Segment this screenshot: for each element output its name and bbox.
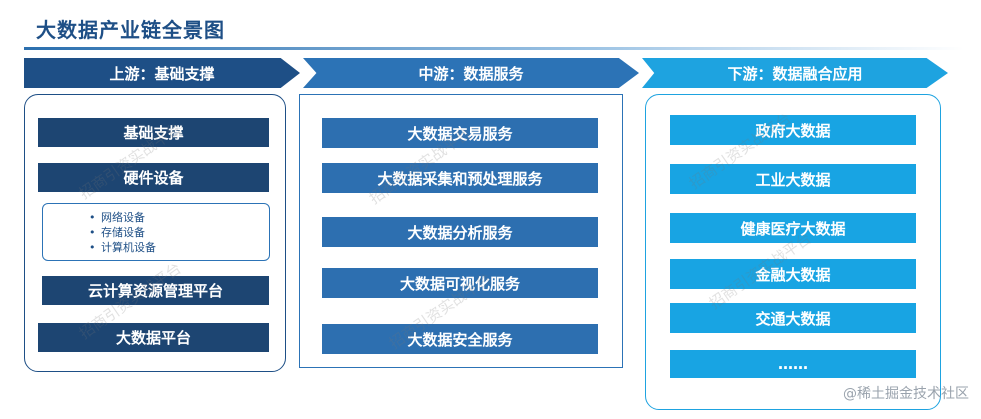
midstream-item: 大数据安全服务	[322, 324, 598, 354]
title-underline	[24, 47, 964, 50]
midstream-item: 大数据采集和预处理服务	[322, 163, 598, 193]
downstream-item: 金融大数据	[670, 259, 916, 289]
downstream-item: 交通大数据	[670, 303, 916, 333]
list-item: 存储设备	[89, 225, 269, 240]
stage-header-midstream: 中游：数据服务	[303, 58, 639, 88]
downstream-item: ……	[670, 350, 916, 378]
list-item: 网络设备	[89, 210, 269, 225]
downstream-item: 政府大数据	[670, 115, 916, 145]
downstream-item: 健康医疗大数据	[670, 213, 916, 243]
midstream-item: 大数据交易服务	[322, 118, 598, 148]
upstream-platform-box: 大数据平台	[38, 323, 269, 352]
stage-header-upstream: 上游：基础支撑	[24, 58, 300, 88]
hardware-items-list: 网络设备 存储设备 计算机设备	[42, 203, 270, 261]
downstream-item: 工业大数据	[670, 164, 916, 194]
upstream-cloud-box: 云计算资源管理平台	[42, 276, 269, 305]
upstream-foundation-box: 基础支撑	[38, 118, 269, 147]
midstream-item: 大数据可视化服务	[322, 268, 598, 298]
page-title: 大数据产业链全景图	[36, 18, 225, 42]
midstream-item: 大数据分析服务	[322, 217, 598, 247]
footer-watermark: @稀土掘金技术社区	[843, 386, 969, 402]
stage-header-downstream: 下游：数据融合应用	[642, 58, 948, 88]
list-item: 计算机设备	[89, 240, 269, 255]
upstream-hardware-box: 硬件设备	[38, 163, 269, 192]
